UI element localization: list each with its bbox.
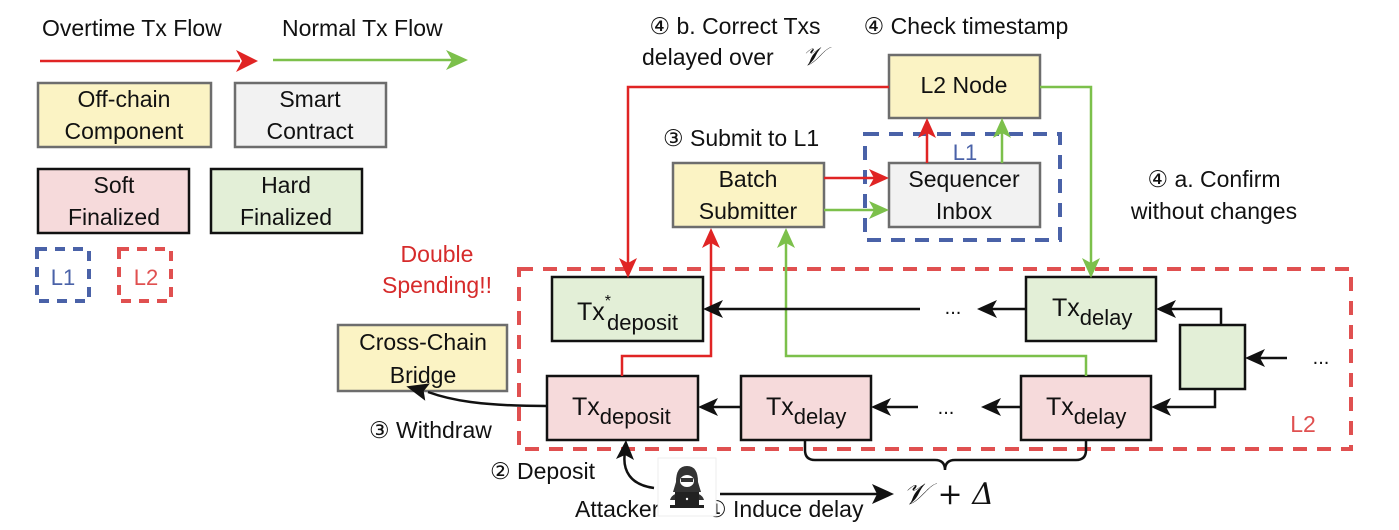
legend-l2-box [117, 247, 173, 303]
withdraw-flow [427, 390, 548, 408]
tx-deposit [545, 374, 700, 442]
legend-l2-label: L2 [134, 265, 158, 290]
l2-node [887, 53, 1042, 120]
legend-overtime-label: Overtime Tx Flow [42, 15, 222, 41]
arrowhead-icon [872, 484, 894, 504]
pending-block [1178, 323, 1247, 391]
legend-smart-line2: Contract [267, 118, 355, 144]
arrowhead-icon [918, 118, 936, 138]
l2-region [517, 267, 1353, 451]
legend-soft-line2: Finalized [68, 204, 160, 230]
arrowhead-icon [869, 201, 889, 219]
tx-delay-soft-2 [1019, 374, 1153, 442]
legend-offchain-box [36, 81, 213, 149]
tx-deposit-label: Txdeposit [572, 393, 671, 429]
tx-deposit-star [550, 275, 705, 343]
legend-overtime-arrowhead-icon [236, 50, 258, 72]
arrowhead-icon [616, 440, 634, 460]
arrowhead-icon [977, 300, 997, 318]
step4b-symbol: 𝒱 [802, 42, 832, 72]
step2-deposit: ② Deposit [490, 458, 596, 484]
attacker-icon [657, 457, 717, 517]
legend-hard-line1: Hard [261, 172, 311, 198]
batch-submitter [671, 161, 826, 229]
arrowhead-icon [1082, 258, 1100, 278]
sequencer-inbox-line1: Sequencer [908, 166, 1020, 192]
delay-span-brace [803, 440, 1088, 471]
step4a-line1: ④ a. Confirm [1147, 166, 1280, 192]
legend-l1-label: L1 [51, 265, 75, 290]
legend-l1-box [35, 247, 91, 303]
delay-submit-flow [784, 240, 1088, 376]
arrowhead-icon [1245, 349, 1265, 367]
step4b-line2: delayed over [642, 44, 774, 70]
arrowhead-icon [703, 300, 723, 318]
correct-tx-flow [626, 85, 889, 265]
l2-node-label: L2 Node [921, 72, 1008, 98]
step3-withdraw: ③ Withdraw [369, 417, 492, 443]
legend-hard-box [209, 167, 364, 235]
step3-submit: ③ Submit to L1 [663, 125, 819, 151]
legend-normal-arrowhead-icon [446, 50, 468, 70]
double-spend-line1: Double [401, 241, 474, 267]
l1-region [863, 132, 1062, 242]
attacker-label: Attacker [575, 496, 660, 522]
legend-soft-box [36, 167, 191, 235]
step4a-line2: without changes [1130, 198, 1297, 224]
arrowhead-icon [702, 228, 720, 248]
step1-induce-delay: ① Induce delay [706, 496, 864, 522]
delay-bound: 𝒱 + Δ [903, 477, 994, 512]
arrowhead-icon [1151, 398, 1171, 416]
arrowhead-icon [981, 398, 1001, 416]
step4b-line1: ④ b. Correct Txs [649, 13, 820, 39]
double-spend-line2: Spending!! [382, 272, 492, 298]
legend-normal-label: Normal Tx Flow [282, 15, 443, 41]
legend-smart-box [233, 81, 388, 149]
tx-deposit-star-label: Tx*deposit [577, 293, 678, 335]
sequencer-inbox-line2: Inbox [936, 198, 993, 224]
tx-delay-soft-1-label: Txdelay [766, 393, 846, 429]
bridge-line1: Cross-Chain [359, 329, 487, 355]
block-to-soft-link [1163, 389, 1217, 409]
legend-soft-line1: Soft [94, 172, 136, 198]
arrowhead-icon [869, 169, 889, 187]
tx-delay-soft-1 [739, 374, 873, 442]
legend-smart-line1: Smart [279, 86, 341, 112]
ellipsis-right: ... [1313, 347, 1330, 369]
legend: Overtime Tx Flow Normal Tx Flow Off-chai… [35, 15, 468, 303]
ellipsis-bottom: ... [938, 397, 955, 419]
arrowhead-icon [1156, 300, 1176, 318]
confirm-flow [1040, 85, 1093, 265]
l1-region-label: L1 [953, 140, 977, 165]
block-to-hard-link [1168, 307, 1223, 325]
step4-check-timestamp: ④ Check timestamp [864, 13, 1069, 39]
legend-hard-line2: Finalized [240, 204, 332, 230]
deposit-submit-flow [620, 240, 713, 376]
arrowhead-icon [619, 258, 637, 278]
sequencer-inbox [887, 161, 1042, 229]
arrowhead-icon [777, 228, 795, 248]
legend-offchain-line2: Component [65, 118, 185, 144]
deposit-flow [623, 451, 655, 490]
tx-delay-hard-label: Txdelay [1052, 294, 1132, 330]
batch-submitter-line2: Submitter [699, 198, 798, 224]
arrowhead-icon [406, 383, 430, 401]
l2-region-label: L2 [1290, 411, 1316, 437]
legend-offchain-line1: Off-chain [78, 86, 171, 112]
tx-delay-soft-2-label: Txdelay [1046, 393, 1126, 429]
ellipsis-top: ... [945, 297, 962, 319]
arrowhead-icon [871, 398, 891, 416]
arrowhead-icon [993, 118, 1011, 138]
batch-submitter-line1: Batch [719, 166, 778, 192]
bridge-line2: Bridge [390, 362, 456, 388]
arrowhead-icon [698, 398, 718, 416]
